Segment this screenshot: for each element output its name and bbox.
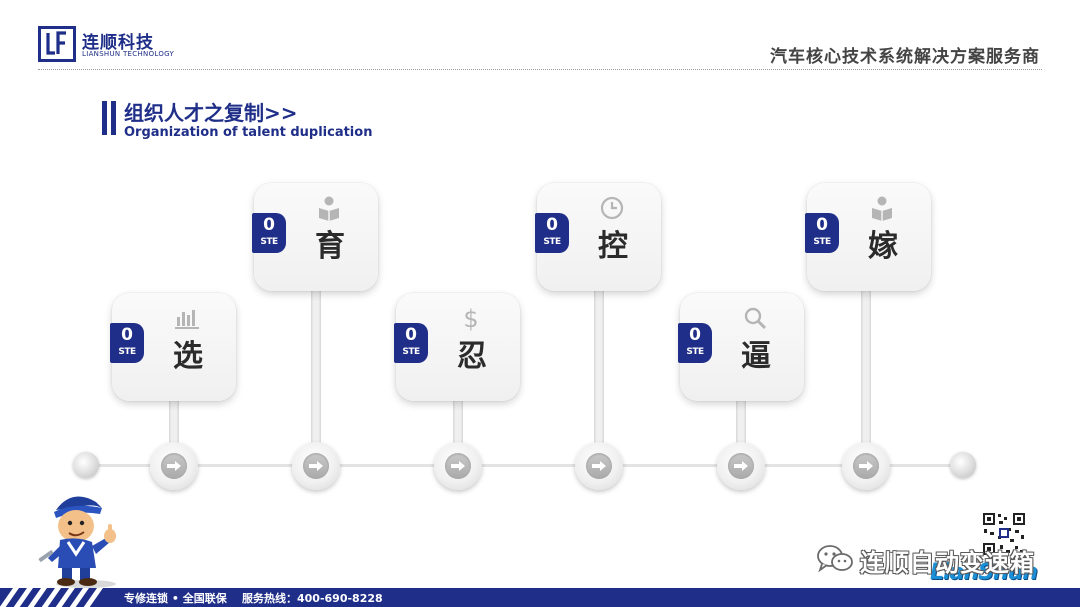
arrow-right-icon xyxy=(728,453,754,479)
step-badge: 0 STE xyxy=(110,323,144,363)
reader-icon xyxy=(869,195,895,221)
arrow-right-icon xyxy=(445,453,471,479)
step-badge-number: 0 xyxy=(121,325,133,345)
arrow-right-icon xyxy=(853,453,879,479)
footer-bar: 专修连锁 • 全国联保 服务热线：400-690-8228 xyxy=(0,588,1080,607)
step-character: 嫁 xyxy=(868,229,898,264)
step-badge-label: STE xyxy=(260,237,278,247)
clock-icon xyxy=(599,195,625,221)
step-card-4[interactable]: 控 0 STE xyxy=(535,183,661,291)
mechanic-mascot xyxy=(34,488,130,588)
timeline-node[interactable] xyxy=(575,442,623,490)
timeline-track xyxy=(86,464,962,467)
step-character: 育 xyxy=(315,229,345,264)
timeline-end-point xyxy=(950,452,976,478)
svg-text:$: $ xyxy=(463,305,478,331)
step-card-3[interactable]: $ 忍 0 STE xyxy=(394,293,520,401)
footer-stripes xyxy=(0,588,110,607)
step-badge-label: STE xyxy=(402,347,420,357)
timeline-connector xyxy=(736,390,746,450)
timeline-connector xyxy=(594,280,604,450)
header-tagline: 汽车核心技术系统解决方案服务商 xyxy=(770,47,1040,67)
step-badge-number: 0 xyxy=(263,215,275,235)
timeline-connector xyxy=(453,390,463,450)
timeline-node[interactable] xyxy=(842,442,890,490)
step-badge: 0 STE xyxy=(678,323,712,363)
step-card-5[interactable]: 逼 0 STE xyxy=(678,293,804,401)
arrow-right-icon xyxy=(586,453,612,479)
step-badge-label: STE xyxy=(118,347,136,357)
step-character: 忍 xyxy=(457,339,487,374)
logo-company-subtitle: LIANSHUN TECHNOLOGY xyxy=(82,50,175,58)
watermark-text: 连顺自动变速箱 xyxy=(860,549,1035,577)
step-card-6[interactable]: 嫁 0 STE xyxy=(805,183,931,291)
timeline-node[interactable] xyxy=(292,442,340,490)
footer-service-text: 专修连锁 • 全国联保 xyxy=(124,592,227,605)
section-title: 组织人才之复制>> xyxy=(124,101,298,125)
brand-script-logo: LianShun xyxy=(930,560,1038,585)
timeline-node[interactable] xyxy=(717,442,765,490)
header-divider xyxy=(38,69,1042,70)
timeline-connector xyxy=(861,280,871,450)
bar-chart-icon xyxy=(174,305,200,331)
step-character: 逼 xyxy=(741,339,771,374)
step-badge-number: 0 xyxy=(546,215,558,235)
step-badge-label: STE xyxy=(813,237,831,247)
arrow-right-icon xyxy=(161,453,187,479)
section-subtitle: Organization of talent duplication xyxy=(124,125,373,140)
company-logo xyxy=(38,26,76,62)
dollar-icon: $ xyxy=(458,305,484,333)
step-badge: 0 STE xyxy=(394,323,428,363)
step-badge-number: 0 xyxy=(816,215,828,235)
step-badge: 0 STE xyxy=(535,213,569,253)
step-badge-number: 0 xyxy=(689,325,701,345)
step-character: 选 xyxy=(173,339,203,374)
timeline-connector xyxy=(311,280,321,450)
logo-company-name: 连顺科技 xyxy=(82,33,154,53)
step-card-1[interactable]: 选 0 STE xyxy=(110,293,236,401)
timeline-start-point xyxy=(73,452,99,478)
title-accent-bar xyxy=(111,101,116,135)
title-accent-bar xyxy=(102,101,107,135)
qr-code xyxy=(982,512,1026,556)
timeline-connector xyxy=(169,390,179,450)
arrow-right-icon xyxy=(303,453,329,479)
timeline-node[interactable] xyxy=(150,442,198,490)
timeline-node[interactable] xyxy=(434,442,482,490)
step-badge: 0 STE xyxy=(252,213,286,253)
footer-hotline: 服务热线：400-690-8228 xyxy=(242,592,383,605)
wechat-icon xyxy=(816,544,854,574)
step-badge-number: 0 xyxy=(405,325,417,345)
reader-icon xyxy=(316,195,342,221)
step-card-2[interactable]: 育 0 STE xyxy=(252,183,378,291)
step-character: 控 xyxy=(598,229,628,264)
step-badge-label: STE xyxy=(543,237,561,247)
step-badge-label: STE xyxy=(686,347,704,357)
search-icon xyxy=(742,305,768,331)
step-badge: 0 STE xyxy=(805,213,839,253)
